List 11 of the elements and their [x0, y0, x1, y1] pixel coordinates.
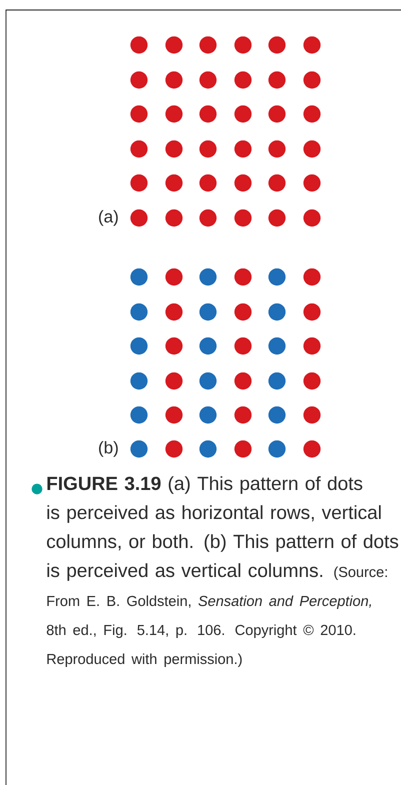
- figure-caption: FIGURE 3.19 (a) This pattern of dots is perceived as horizontal rows, vertical columns, or both. (b) This pattern of dots is perceived as vertical columns. (Source: From E. B. Goldstein, Sensation and Perception, 8th ed., Fig. 5.14, p. 106. Copyright © 2010. Reproduced with permission.): [46, 476, 398, 667]
- label: (Source:: [334, 566, 387, 580]
- caption: is perceived as vertical columns.: [47, 563, 322, 581]
- label: Reproduced with permission.): [47, 653, 242, 667]
- caption: columns, or both. (b) This pattern of dots: [47, 534, 398, 552]
- label: From E. B. Goldstein, Sensation and Perception,: [47, 595, 372, 609]
- panel-label: (a): [99, 210, 118, 226]
- panel-label: (b): [99, 441, 118, 457]
- caption: FIGURE 3.19 (a) This pattern of dots: [47, 476, 362, 494]
- label: 8th ed., Fig. 5.14, p. 106. Copyright © 2010.: [46, 624, 356, 638]
- caption: is perceived as horizontal rows, vertical: [47, 505, 381, 523]
